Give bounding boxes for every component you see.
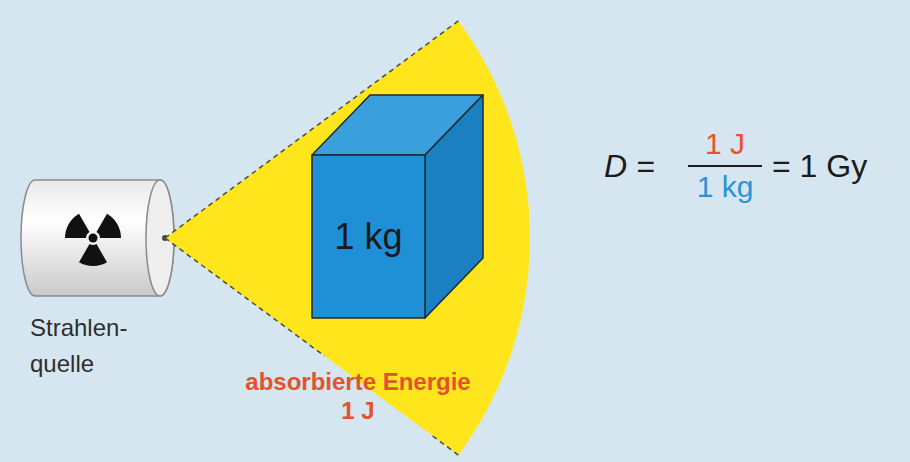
cube-side: [425, 95, 483, 318]
source-label: Strahlen- quelle: [30, 310, 160, 382]
beam-cone: [165, 21, 530, 455]
fraction-bar: [688, 165, 762, 167]
label-holder: 1 kg: [665, 170, 785, 205]
formula-result: = 1 Gy: [772, 148, 904, 185]
radiation-symbol: [62, 212, 124, 266]
text-holder: Strahlen- quelle: [30, 310, 160, 382]
fraction-denominator: 1 kg: [665, 170, 785, 205]
mass-cube: 1 kg: [312, 95, 484, 319]
text-holder: 1 kg: [312, 155, 425, 318]
beam-edge: [165, 238, 325, 356]
formula-symbol: D =: [604, 148, 684, 185]
label-holder: 1 J: [665, 127, 785, 162]
text-holder: absorbierte Energie 1 J: [238, 368, 478, 426]
beam-edge: [433, 436, 459, 455]
cube-front: [312, 155, 425, 318]
cylinder-body: [21, 180, 174, 296]
label-holder: D =: [604, 148, 684, 185]
cube-outline: [312, 95, 484, 319]
energy-label: absorbierte Energie 1 J: [238, 368, 478, 426]
mass-label: 1 kg: [334, 217, 402, 257]
radiation-source: Strahlen- quelle: [20, 172, 180, 402]
label-holder: = 1 Gy: [772, 148, 904, 185]
fraction-numerator: 1 J: [665, 127, 785, 162]
radiation-beam: absorbierte Energie 1 J 1 kg: [165, 20, 537, 460]
